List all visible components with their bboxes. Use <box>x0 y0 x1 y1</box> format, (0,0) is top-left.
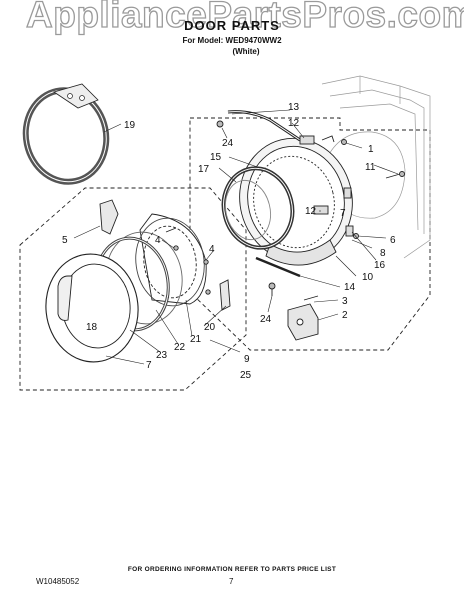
callout-22: 22 <box>174 342 186 353</box>
callout-21: 21 <box>190 334 202 345</box>
callout-labels: 1 2 3 4 4 5 6 7 7 8 9 10 11 12 12 13 14 … <box>62 102 396 381</box>
callout-5: 5 <box>62 235 68 246</box>
callout-7a: 7 <box>146 360 152 371</box>
callout-1: 1 <box>368 144 374 155</box>
lower-hinge-parts <box>255 256 319 341</box>
ordering-note: FOR ORDERING INFORMATION REFER TO PARTS … <box>127 566 337 573</box>
callout-24b: 24 <box>260 314 272 325</box>
color-line: (White) <box>232 47 260 56</box>
callout-10: 10 <box>362 272 374 283</box>
callout-3: 3 <box>342 296 348 307</box>
model-line: For Model: WED9470WW2 <box>182 36 282 45</box>
callout-7b: 7 <box>340 208 346 219</box>
callout-6: 6 <box>390 235 396 246</box>
part-19-ring <box>22 83 110 185</box>
callout-24a: 24 <box>222 138 234 149</box>
right-group-boundary <box>189 117 431 351</box>
watermark: AppliancePartsPros.com <box>25 0 464 36</box>
callout-9: 9 <box>244 354 250 365</box>
callout-13: 13 <box>288 102 300 113</box>
callout-18: 18 <box>86 322 98 333</box>
callout-12a: 12 <box>288 118 300 129</box>
cabinet-outline <box>321 75 431 259</box>
page-title: DOOR PARTS <box>184 18 280 33</box>
callout-20: 20 <box>204 322 216 333</box>
callout-2: 2 <box>342 310 348 321</box>
left-group-boundary <box>19 187 247 391</box>
callout-4b: 4 <box>209 244 215 255</box>
callout-16: 16 <box>374 260 386 271</box>
callout-19: 19 <box>124 120 136 131</box>
page-number: 7 <box>229 577 234 586</box>
callout-8: 8 <box>380 248 386 259</box>
leader-lines <box>73 109 399 365</box>
left-door-assembly <box>45 199 231 363</box>
right-door-assembly <box>221 137 354 266</box>
part-13-hinge-bar <box>216 110 405 239</box>
callout-25: 25 <box>240 370 252 381</box>
callout-17: 17 <box>198 164 210 175</box>
callout-15: 15 <box>210 152 222 163</box>
callout-14: 14 <box>344 282 356 293</box>
callout-4a: 4 <box>155 235 161 246</box>
document-code: W10485052 <box>36 577 80 586</box>
callout-12b: 12 <box>305 206 317 217</box>
callout-23: 23 <box>156 350 168 361</box>
callout-11: 11 <box>365 162 376 173</box>
